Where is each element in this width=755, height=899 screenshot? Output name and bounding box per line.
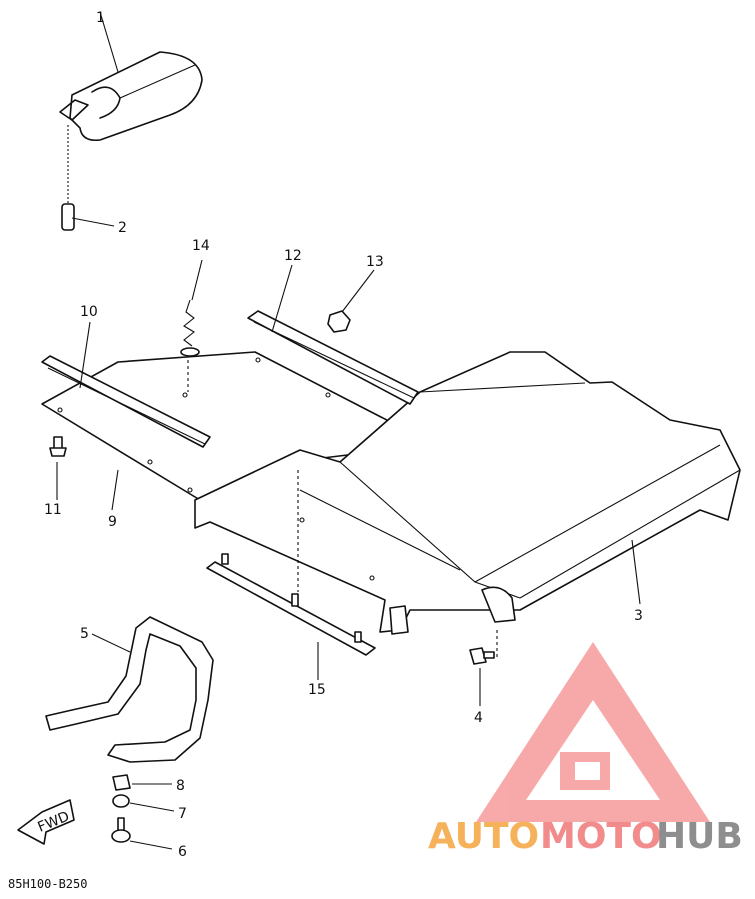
watermark-auto: AUTO — [428, 816, 539, 857]
part-4-bolt — [469, 630, 498, 665]
callout-10: 10 — [80, 304, 98, 320]
part-15-bracket — [206, 470, 376, 656]
part-13-nut — [327, 310, 351, 333]
part-3-floor-body — [182, 351, 741, 635]
part-1-holder — [59, 51, 203, 231]
callout-3: 3 — [634, 608, 643, 624]
watermark-hub: HUB — [656, 816, 743, 857]
callout-9: 9 — [108, 514, 117, 530]
callout-2: 2 — [118, 220, 127, 236]
part-10-rail — [41, 355, 211, 448]
callout-14: 14 — [192, 238, 210, 254]
watermark-moto: MOTO — [540, 816, 662, 857]
part-14-spring — [180, 299, 200, 392]
callout-1: 1 — [96, 10, 105, 26]
callout-13: 13 — [366, 254, 384, 270]
callout-labels: 1 2 3 4 5 6 7 8 9 10 11 12 13 14 15 — [44, 10, 643, 860]
callout-7: 7 — [178, 806, 187, 822]
part-11-bolt — [49, 436, 67, 457]
callout-6: 6 — [178, 844, 187, 860]
watermark-text: AUTO MOTO HUB — [428, 816, 743, 857]
part-6-bolt — [111, 817, 131, 843]
callout-8: 8 — [176, 778, 185, 794]
callout-12: 12 — [284, 248, 302, 264]
part-12-rail — [247, 310, 419, 405]
callout-4: 4 — [474, 710, 483, 726]
callout-11: 11 — [44, 502, 62, 518]
leader-lines — [56, 11, 641, 850]
callout-5: 5 — [80, 626, 89, 642]
watermark-logo — [476, 642, 710, 822]
part-code: 85H100-B250 — [8, 877, 87, 891]
callout-15: 15 — [308, 682, 326, 698]
fwd-arrow: FWD — [17, 799, 75, 845]
part-5-stay — [45, 616, 214, 763]
part-7-washer — [112, 794, 130, 808]
part-8-collar — [112, 774, 131, 791]
